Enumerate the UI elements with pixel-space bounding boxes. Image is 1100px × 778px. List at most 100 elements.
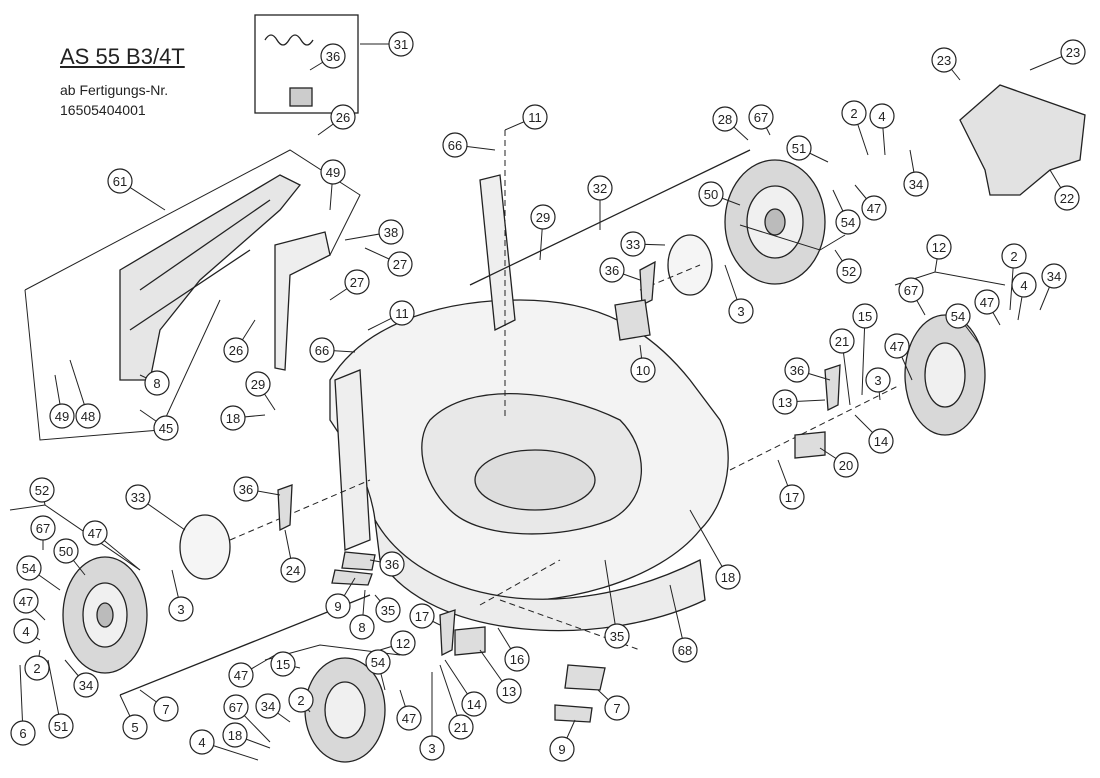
callout-number: 34 — [79, 678, 93, 693]
callout-circle — [728, 298, 754, 324]
part-callout-48: 48 — [69, 359, 101, 429]
part-callout-47: 47 — [974, 289, 1001, 326]
callout-circle — [375, 597, 401, 623]
height-lever — [277, 484, 293, 532]
part-callout-36: 36 — [233, 476, 281, 502]
part-callout-24: 24 — [280, 529, 306, 583]
part-callout-3: 3 — [168, 569, 194, 622]
callout-circle — [288, 687, 314, 713]
part-callout-67: 67 — [748, 104, 774, 136]
drive-wheel-rear-left — [62, 556, 148, 674]
callout-number: 35 — [381, 603, 395, 618]
part-callout-6: 6 — [10, 664, 36, 746]
part-callout-4: 4 — [189, 729, 259, 761]
callout-circle — [73, 672, 99, 698]
callout-circle — [409, 603, 435, 629]
part-callout-2: 2 — [24, 649, 50, 681]
part-callout-7: 7 — [139, 689, 179, 722]
callout-number: 20 — [839, 458, 853, 473]
cover-plate — [959, 84, 1086, 196]
part-callout-36: 36 — [309, 43, 346, 71]
serial-number: 16505404001 — [60, 102, 146, 118]
part-callout-29: 29 — [530, 204, 556, 261]
part-callout-34: 34 — [1039, 263, 1067, 311]
callout-circle — [168, 596, 194, 622]
callout-number: 17 — [785, 490, 799, 505]
callout-number: 4 — [1020, 278, 1027, 293]
wheel-front-right — [904, 314, 986, 436]
spring-box — [254, 14, 359, 114]
callout-number: 6 — [19, 726, 26, 741]
callout-number: 35 — [610, 629, 624, 644]
callout-circle — [48, 713, 74, 739]
callout-circle — [30, 515, 56, 541]
callout-number: 67 — [904, 283, 918, 298]
callout-number: 11 — [395, 306, 409, 321]
callout-circle — [926, 234, 952, 260]
callout-circle — [829, 328, 855, 354]
callout-circle — [233, 476, 259, 502]
part-callout-11: 11 — [367, 300, 415, 331]
part-callout-13: 13 — [479, 649, 522, 704]
callout-number: 3 — [177, 602, 184, 617]
part-callout-21: 21 — [439, 664, 474, 740]
callout-leader — [689, 509, 729, 578]
callout-circle — [13, 588, 39, 614]
callout-number: 52 — [35, 483, 49, 498]
callout-number: 38 — [384, 225, 398, 240]
part-callout-33: 33 — [620, 231, 666, 257]
callout-number: 15 — [858, 309, 872, 324]
callout-number: 50 — [59, 544, 73, 559]
callout-number: 67 — [229, 700, 243, 715]
part-callout-18: 18 — [689, 509, 741, 590]
callout-number: 2 — [33, 661, 40, 676]
axle-rear — [469, 149, 751, 286]
part-callout-35: 35 — [374, 594, 401, 623]
callout-number: 47 — [88, 526, 102, 541]
model-title: AS 55 B3/4T — [60, 44, 185, 69]
callout-number: 4 — [198, 735, 205, 750]
part-callout-67: 67 — [30, 515, 56, 550]
callout-number: 13 — [502, 684, 516, 699]
callout-number: 33 — [131, 490, 145, 505]
callout-circle — [387, 251, 413, 277]
callout-number: 17 — [415, 609, 429, 624]
callout-circle — [836, 258, 862, 284]
callout-circle — [1060, 39, 1086, 65]
callout-circle — [24, 655, 50, 681]
callout-number: 12 — [932, 240, 946, 255]
part-callout-50: 50 — [53, 538, 86, 576]
callout-circle — [549, 736, 575, 762]
callout-number: 8 — [358, 620, 365, 635]
part-callout-34: 34 — [255, 693, 291, 723]
callout-number: 34 — [1047, 269, 1061, 284]
callout-circle — [53, 538, 79, 564]
callout-number: 22 — [1060, 191, 1074, 206]
callout-number: 54 — [22, 561, 36, 576]
callout-circle — [604, 695, 630, 721]
part-callout-4: 4 — [13, 618, 41, 644]
callout-number: 47 — [980, 295, 994, 310]
part-callout-47: 47 — [396, 689, 422, 731]
callout-number: 66 — [315, 343, 329, 358]
part-callout-23: 23 — [1029, 39, 1086, 71]
part-callout-67: 67 — [223, 694, 271, 743]
callout-circle — [220, 405, 246, 431]
callout-circle — [388, 31, 414, 57]
callout-number: 7 — [162, 702, 169, 717]
callout-number: 12 — [396, 636, 410, 651]
callout-number: 67 — [36, 521, 50, 536]
callout-circle — [153, 415, 179, 441]
callout-number: 54 — [841, 215, 855, 230]
callout-circle — [390, 630, 416, 656]
part-callout-14: 14 — [444, 659, 487, 717]
part-callout-15: 15 — [852, 303, 878, 396]
callout-number: 52 — [842, 264, 856, 279]
part-callout-54: 54 — [945, 303, 981, 346]
callout-circle — [448, 714, 474, 740]
part-callout-7: 7 — [597, 689, 630, 721]
callout-number: 26 — [336, 110, 350, 125]
part-callout-2: 2 — [288, 687, 314, 713]
part-callout-50: 50 — [698, 181, 741, 207]
